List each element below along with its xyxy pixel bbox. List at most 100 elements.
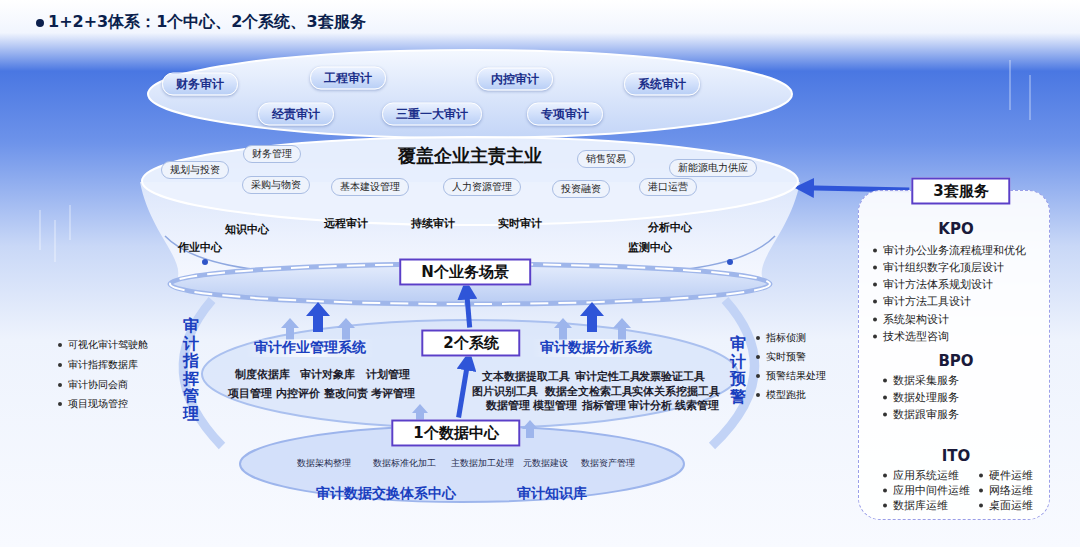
service-heading: KPO	[938, 220, 973, 238]
label: 审计数据分析系统	[532, 339, 660, 357]
label: 图片识别工具	[472, 384, 538, 399]
service-text: 网络运维	[989, 484, 1033, 497]
up-arrow	[281, 318, 299, 340]
dot	[202, 259, 208, 265]
label: 远程审计	[324, 216, 368, 231]
bullet-dot	[58, 363, 62, 367]
bullet-dot	[979, 488, 983, 492]
service-item: 审计组织数字化顶层设计	[873, 260, 1004, 275]
box-text: 投资融资	[561, 183, 601, 194]
service-panel: KPO审计办公业务流程梳理和优化审计组织数字化顶层设计审计方法体系规划设计审计方…	[858, 190, 1050, 520]
up-arrow	[337, 318, 355, 340]
label: 实体关系挖掘工具	[632, 384, 720, 399]
title-bullet	[36, 19, 44, 27]
service-item: 数据采集服务	[883, 373, 959, 388]
list-item: 实时预警	[756, 350, 806, 364]
audit-pill: 专项审计	[527, 103, 603, 126]
label: 考评管理	[371, 386, 415, 401]
service-heading: BPO	[938, 352, 973, 370]
box-text: N个业务场景	[421, 263, 509, 281]
bullet-dot	[873, 317, 877, 321]
box-text: 三重一大审计	[396, 107, 468, 121]
stage-box: 2个系统	[421, 330, 520, 357]
vertical-title: 审计预警	[730, 335, 746, 405]
service-text: 系统架构设计	[883, 313, 949, 326]
stage-box: 1个数据中心	[391, 420, 520, 447]
dot	[727, 259, 733, 265]
service-item: 技术选型咨询	[873, 329, 949, 344]
service-text: 桌面运维	[989, 499, 1033, 512]
up-arrow	[613, 318, 631, 340]
label: 数据全文检索工具	[545, 384, 633, 399]
bullet-dot	[883, 473, 887, 477]
box-text: 2个系统	[443, 334, 498, 352]
service-text: 审计方法工具设计	[883, 295, 971, 308]
flow-arrow	[459, 360, 469, 418]
up-arrow	[580, 302, 604, 332]
vertical-title: 审计指挥管理	[183, 317, 199, 423]
bullet-dot	[873, 334, 877, 338]
side-arc	[183, 300, 222, 446]
stage-box: 3套服务	[911, 178, 1010, 205]
box-text: 系统审计	[638, 77, 686, 91]
list-text: 审计指挥数据库	[68, 359, 138, 370]
box-text: 港口运营	[648, 181, 688, 192]
list-text: 指标侦测	[766, 332, 806, 343]
label: 内控评价	[276, 386, 320, 401]
service-text: 数据跟审服务	[893, 408, 959, 421]
label: 审计分析	[628, 398, 672, 413]
system-platform	[202, 320, 738, 428]
service-text: 应用中间件运维	[893, 484, 970, 497]
audit-pill: 经责审计	[258, 103, 334, 126]
label: 监测中心	[628, 240, 672, 255]
bullet-dot	[883, 395, 887, 399]
box-text: 人力资源管理	[452, 181, 512, 192]
funnel-line	[680, 236, 775, 270]
funnel-line	[165, 236, 260, 270]
bullet-dot	[873, 299, 877, 303]
bullet-dot	[756, 336, 760, 340]
bullet-dot	[58, 383, 62, 387]
list-item: 审计协同会商	[58, 378, 128, 392]
business-pill: 投资融资	[552, 180, 610, 198]
box-text: 专项审计	[541, 107, 589, 121]
title: 1+2+3体系：1个中心、2个系统、3套服务	[48, 12, 366, 33]
list-text: 审计协同会商	[68, 379, 128, 390]
service-text: 审计组织数字化顶层设计	[883, 261, 1004, 274]
service-item: 数据跟审服务	[883, 407, 959, 422]
service-text: 技术选型咨询	[883, 330, 949, 343]
business-pill: 销售贸易	[577, 150, 635, 168]
side-arc	[712, 300, 755, 446]
box-text: 财务管理	[252, 148, 292, 159]
service-text: 硬件运维	[989, 469, 1033, 482]
label: 数据标准化加工	[373, 457, 436, 470]
list-item: 项目现场管控	[58, 397, 128, 411]
service-text: 审计方法体系规划设计	[883, 278, 993, 291]
label: 实时审计	[498, 216, 542, 231]
audit-pill: 系统审计	[624, 73, 700, 96]
label: 线索管理	[675, 398, 719, 413]
bullet-dot	[58, 343, 62, 347]
service-text: BPO	[938, 352, 973, 370]
service-heading: ITO	[942, 447, 971, 465]
box-text: 1个数据中心	[413, 424, 498, 442]
label: 计划管理	[366, 367, 410, 382]
bullet-dot	[873, 265, 877, 269]
box-text: 采购与物资	[251, 179, 301, 190]
stage-box: N个业务场景	[399, 259, 531, 286]
label: 指标管理	[582, 398, 626, 413]
bullet-dot	[58, 402, 62, 406]
label: 文本数据提取工具	[482, 369, 570, 384]
business-pill: 规划与投资	[161, 161, 229, 179]
service-item: 桌面运维	[979, 498, 1033, 513]
bullet-dot	[873, 248, 877, 252]
box-text: 内控审计	[491, 72, 539, 86]
service-text: ITO	[942, 447, 971, 465]
ellipse-shape	[142, 137, 798, 225]
list-text: 实时预警	[766, 351, 806, 362]
bullet-dot	[756, 355, 760, 359]
service-text: KPO	[938, 220, 973, 238]
service-item: 硬件运维	[979, 468, 1033, 483]
bullet-dot	[883, 378, 887, 382]
